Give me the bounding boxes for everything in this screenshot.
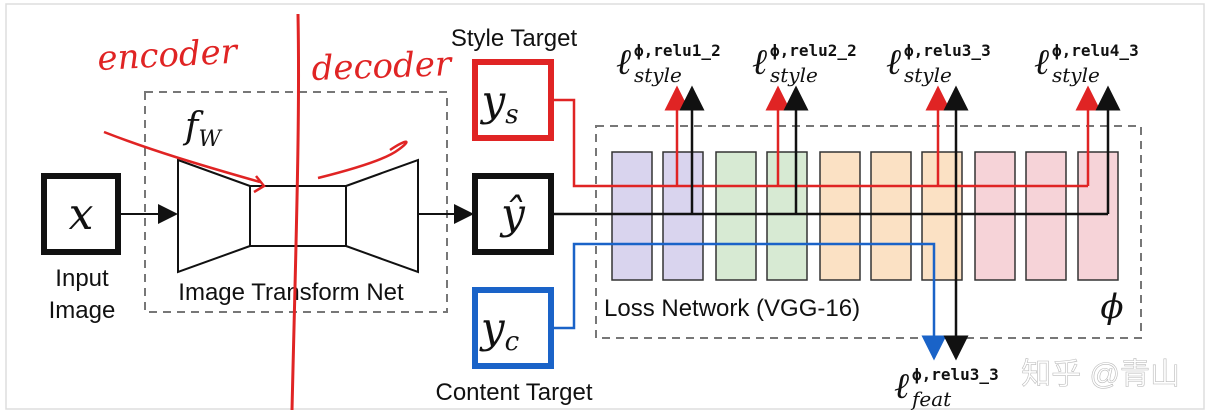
svg-text:ϕ,relu3_3: ϕ,relu3_3 (904, 41, 991, 60)
phi-symbol: ϕ (1100, 287, 1123, 327)
content-target-label: Content Target (436, 379, 593, 406)
style-feature-line (551, 98, 1088, 188)
svg-text:feat: feat (910, 387, 952, 411)
vgg-block-3 (715, 151, 757, 281)
handwritten-encoder: encoder (96, 32, 239, 79)
svg-text:style: style (1052, 63, 1100, 87)
handwritten-divider-line (290, 13, 301, 411)
yhat-box (472, 173, 554, 255)
svg-text:ℓ: ℓ (616, 42, 631, 83)
style-loss-4: ℓ ϕ,relu4_3 style (1034, 41, 1139, 87)
input-x-symbol: x (69, 189, 94, 240)
svg-text:style: style (904, 63, 952, 87)
image-transform-net-label: Image Transform Net (178, 279, 404, 306)
handwritten-encoder-hook (253, 175, 266, 194)
vgg-block-5 (819, 151, 861, 281)
style-target-label: Style Target (451, 25, 578, 52)
svg-text:ϕ,relu4_3: ϕ,relu4_3 (1052, 41, 1139, 60)
content-target-symbol: yc (479, 303, 520, 357)
outer-frame (5, 3, 1205, 410)
svg-text:style: style (770, 63, 818, 87)
svg-text:ϕ,relu3_3: ϕ,relu3_3 (912, 365, 999, 384)
vgg-block-4 (766, 151, 808, 281)
transform-net-box (144, 91, 448, 313)
style-loss-1: ℓ ϕ,relu1_2 style (616, 41, 721, 87)
svg-text:ℓ: ℓ (886, 42, 901, 83)
yhat-symbol: ŷ (499, 189, 526, 238)
svg-text:style: style (634, 63, 682, 87)
feat-loss: ℓ ϕ,relu3_3 feat (894, 365, 999, 411)
decoder-shape (345, 158, 419, 274)
handwritten-decoder: decoder (311, 44, 454, 89)
handwritten-encoder-stroke (103, 130, 261, 184)
svg-text:ℓ: ℓ (752, 42, 767, 83)
vgg-block-9 (1025, 151, 1067, 281)
style-loss-2: ℓ ϕ,relu2_2 style (752, 41, 857, 87)
svg-text:ϕ,relu1_2: ϕ,relu1_2 (634, 41, 721, 60)
vgg-block-1 (611, 151, 653, 281)
vgg-blocks (611, 151, 1119, 281)
vgg-block-2 (662, 151, 704, 281)
svg-text:ℓ: ℓ (894, 366, 909, 407)
handwritten-annotations: encoder decoder (96, 13, 454, 411)
loss-network-label: Loss Network (VGG-16) (604, 295, 860, 322)
style-loss-3: ℓ ϕ,relu3_3 style (886, 41, 991, 87)
watermark: 知乎 @青山 (1021, 358, 1180, 391)
input-label-line1: Input (55, 265, 109, 292)
vgg-block-8 (974, 151, 1016, 281)
vgg-block-6 (870, 151, 912, 281)
handwritten-decoder-stroke (317, 140, 408, 180)
svg-text:ϕ,relu2_2: ϕ,relu2_2 (770, 41, 857, 60)
vgg-block-10 (1077, 151, 1119, 281)
fw-label: fW (182, 106, 223, 152)
svg-text:ℓ: ℓ (1034, 42, 1049, 83)
loss-network-box (595, 125, 1142, 339)
content-feature-line (551, 242, 947, 361)
style-target-symbol: ys (479, 76, 518, 130)
input-label-line2: Image (49, 297, 116, 324)
